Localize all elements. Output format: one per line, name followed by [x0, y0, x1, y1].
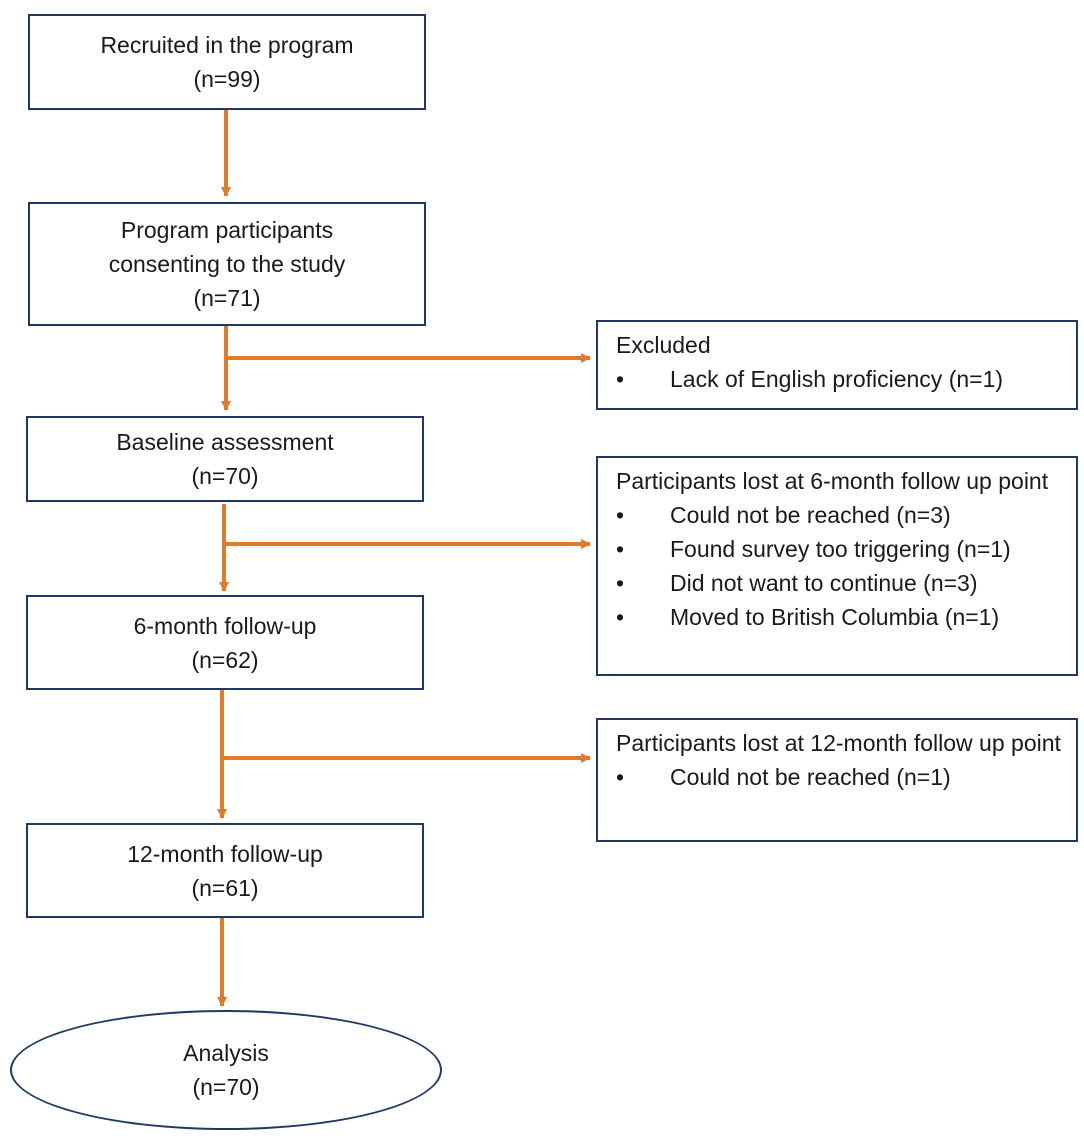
analysis-label: Analysis [183, 1040, 269, 1066]
lost-6month-title: Participants lost at 6-month follow up p… [616, 468, 1049, 494]
box-consenting: Program participants consenting to the s… [28, 202, 426, 326]
box-recruited: Recruited in the program (n=99) [28, 14, 426, 110]
list-item: • Found survey too triggering (n=1) [616, 532, 1066, 566]
lost-12month-item-text: Could not be reached (n=1) [670, 764, 951, 790]
bullet: • [616, 366, 625, 392]
lost-6month-item-text: Found survey too triggering (n=1) [670, 536, 1011, 562]
box-6month-count: (n=62) [191, 646, 259, 673]
lost-6month-item-text: Could not be reached (n=3) [670, 502, 951, 528]
box-baseline-title: Baseline assessment [116, 429, 334, 455]
list-item: • Could not be reached (n=3) [616, 498, 1066, 532]
box-excluded: Excluded • Lack of English proficiency (… [596, 320, 1078, 410]
box-12month-title: 12-month follow-up [127, 840, 323, 867]
lost-6month-item-text: Moved to British Columbia (n=1) [670, 604, 1000, 630]
box-lost-6month: Participants lost at 6-month follow up p… [596, 456, 1078, 676]
lost-12month-title: Participants lost at 12-month follow up … [616, 730, 1061, 756]
analysis-count: (n=70) [192, 1074, 260, 1100]
box-consenting-line1: Program participants [120, 217, 334, 243]
box-recruited-title: Recruited in the program [100, 32, 354, 58]
bullet: • [616, 570, 625, 596]
bullet: • [616, 604, 625, 630]
box-lost-12month: Participants lost at 12-month follow up … [596, 718, 1078, 842]
box-consenting-count: (n=71) [193, 285, 261, 311]
box-12month: 12-month follow-up (n=61) [26, 823, 424, 918]
box-consenting-line2: consenting to the study [108, 251, 346, 277]
list-item: • Could not be reached (n=1) [616, 760, 1066, 794]
box-6month: 6-month follow-up (n=62) [26, 595, 424, 690]
box-6month-title: 6-month follow-up [133, 612, 317, 639]
bullet: • [616, 502, 625, 528]
list-item: • Moved to British Columbia (n=1) [616, 600, 1066, 634]
excluded-title: Excluded [616, 332, 711, 358]
excluded-item-text: Lack of English proficiency (n=1) [670, 366, 1004, 392]
box-baseline: Baseline assessment (n=70) [26, 416, 424, 502]
list-item: • Lack of English proficiency (n=1) [616, 362, 1066, 396]
bullet: • [616, 536, 625, 562]
box-baseline-count: (n=70) [191, 463, 259, 489]
list-item: • Did not want to continue (n=3) [616, 566, 1066, 600]
lost-6month-item-text: Did not want to continue (n=3) [670, 570, 978, 596]
box-recruited-count: (n=99) [193, 66, 261, 92]
analysis-ellipse: Analysis (n=70) [10, 1010, 442, 1130]
bullet: • [616, 764, 625, 790]
box-12month-count: (n=61) [191, 874, 259, 901]
